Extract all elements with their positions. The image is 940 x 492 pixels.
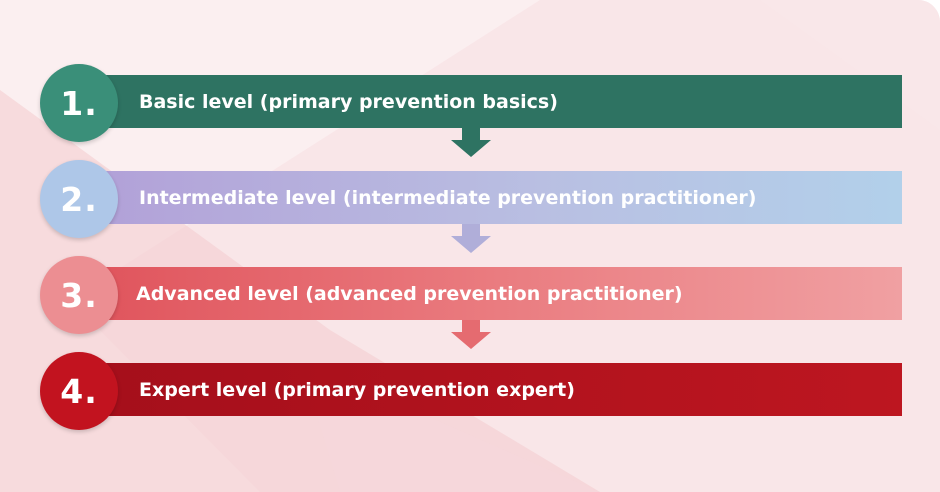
step-1-label: Basic level (primary prevention basics)	[139, 90, 558, 113]
step-2-number-badge: 2.	[40, 160, 118, 238]
down-arrow-3	[451, 320, 491, 349]
step-2-bar	[100, 171, 902, 224]
step-3-number-badge: 3.	[40, 256, 118, 334]
step-2-label: Intermediate level (intermediate prevent…	[139, 186, 757, 209]
step-4-number: 4.	[60, 371, 98, 411]
step-3: 3. Advanced level (advanced prevention p…	[40, 256, 902, 334]
down-arrow-1	[451, 128, 491, 157]
step-4-label: Expert level (primary prevention expert)	[139, 378, 575, 401]
step-2: 2. Intermediate level (intermediate prev…	[40, 160, 902, 238]
step-1-number-badge: 1.	[40, 64, 118, 142]
step-3-label: Advanced level (advanced prevention prac…	[136, 282, 683, 305]
step-3-bar	[100, 267, 902, 320]
step-1-number: 1.	[60, 83, 98, 123]
step-4-bar	[100, 363, 902, 416]
step-4-number-badge: 4.	[40, 352, 118, 430]
step-1: 1. Basic level (primary prevention basic…	[40, 64, 902, 142]
step-1-bar	[100, 75, 902, 128]
down-arrow-2	[451, 224, 491, 253]
step-4: 4. Expert level (primary prevention expe…	[40, 352, 902, 430]
step-2-number: 2.	[60, 179, 98, 219]
step-3-number: 3.	[60, 275, 98, 315]
